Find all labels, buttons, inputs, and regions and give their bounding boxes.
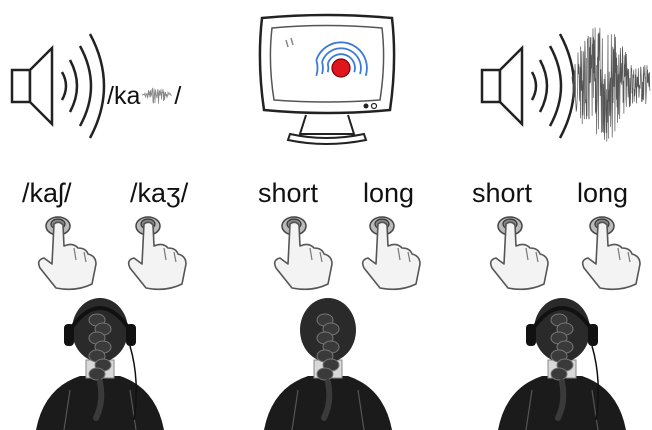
listener-with-headphones-icon [36,298,164,430]
fricative-noise-icon [142,87,173,105]
monitor-icon [258,13,396,145]
panel-visual-duration-task: short long [218,0,436,430]
hand-press-icon [361,216,421,291]
noise-waveform-icon [571,27,651,142]
panel-auditory-duration-task: short long [436,0,652,430]
option-label-left: short [472,178,533,208]
stimulus-transcription: /ka / [107,82,181,110]
hand-press-icon [581,216,641,291]
option-label-right: long [363,178,415,208]
option-label-right: long [577,178,629,208]
hand-press-icon [37,216,97,291]
speaker-icon [10,33,106,139]
hand-press-icon [489,216,549,291]
listener-with-headphones-icon [498,298,626,430]
ripple-waves [315,41,368,77]
red-dot-icon [331,58,351,78]
hand-press-icon [127,216,187,291]
option-label-left: short [258,178,319,208]
option-label-left: /kaʃ/ [22,178,72,208]
speaker-icon [480,33,576,139]
option-label-right: /kaʒ/ [130,178,189,208]
transcription-suffix: / [174,82,182,110]
listener-icon [264,298,392,430]
hand-press-icon [273,216,333,291]
panel-phoneme-task: /ka / /kaʃ/ /kaʒ/ [0,0,218,430]
transcription-prefix: /ka [107,82,141,110]
